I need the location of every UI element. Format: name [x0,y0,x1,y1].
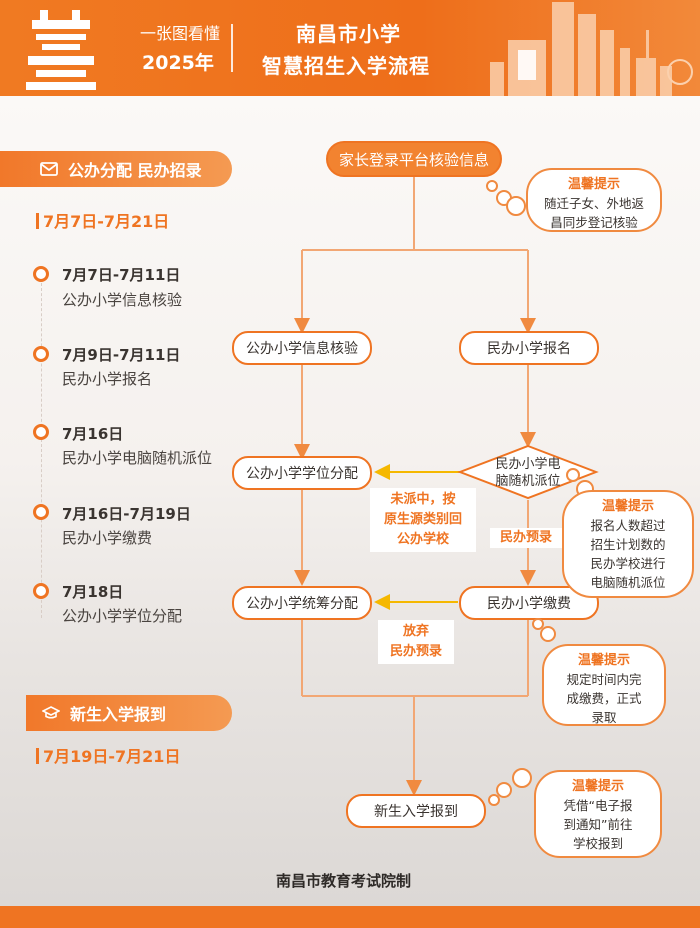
unassigned-line2: 原生源类别回 [383,512,462,527]
timeline-text-4: 民办小学缴费 [62,529,153,547]
graduation-cap-icon [42,706,60,719]
flow-node-private-lottery: 民办小学电 脑随机派位 [478,456,578,490]
calligraphy-logo [26,10,96,90]
thought-bubble [488,794,500,806]
timeline-text-2: 民办小学报名 [62,370,153,388]
thought-bubble [566,468,580,482]
flow-node-label: 公办小学学位分配 [246,466,358,482]
timeline-text-5: 公办小学学位分配 [62,607,183,625]
tip-line: 电脑随机派位 [590,575,666,590]
flow-node-label: 新生入学报到 [374,804,458,820]
flow-node-public-verify: 公办小学信息核验 [232,331,372,365]
lottery-line2: 脑随机派位 [495,474,561,489]
timeline-dot [33,346,49,362]
tip-cloud-lottery: 温馨提示 报名人数超过 招生计划数的 民办学校进行 电脑随机派位 [562,490,694,598]
timeline-text-1: 公办小学信息核验 [62,291,183,309]
lottery-line1: 民办小学电 [495,457,561,472]
thought-bubble [506,196,526,216]
unassigned-line3: 公办学校 [396,532,449,547]
timeline-dot [33,266,49,282]
tip-line: 学校报到 [572,836,623,851]
tip-line: 昌同步登记核验 [550,215,638,230]
tip-title: 温馨提示 [601,499,654,514]
tip-line: 报名人数超过 [590,518,666,533]
flow-node-label: 公办小学统筹分配 [246,596,358,612]
label-unassigned-return: 未派中，按 原生源类别回 公办学校 [370,488,476,552]
flow-node-label: 民办小学缴费 [487,596,571,612]
period-enrollment: 7月19日-7月21日 [36,743,180,767]
flow-node-label: 公办小学信息核验 [246,341,358,357]
thought-bubble [540,626,556,642]
timeline-dashed-line [41,278,42,618]
timeline-dot [33,504,49,520]
flow-node-label: 家长登录平台核验信息 [338,150,489,169]
envelope-icon [40,162,58,176]
header-title-line1: 南昌市小学 [296,22,401,46]
header-tagline: 一张图看懂 [140,24,221,43]
thought-bubble [496,782,512,798]
timeline-date-3: 7月16日 [62,425,124,443]
section-label-enrollment: 新生入学报到 [70,705,167,724]
timeline-dot [33,424,49,440]
period-text: 7月7日-7月21日 [43,212,170,231]
tip-line: 成缴费，正式 [566,691,642,706]
flow-node-public-place: 公办小学学位分配 [232,456,372,490]
label-give-up-preselect: 放弃 民办预录 [378,620,454,664]
period-marker [36,748,39,764]
timeline-date-5: 7月18日 [62,583,124,601]
timeline-text-3: 民办小学电脑随机派位 [62,449,213,467]
header-divider [231,24,233,72]
flow-node-label: 民办小学报名 [487,341,571,357]
tip-title: 温馨提示 [567,177,620,192]
timeline-date-4: 7月16日-7月19日 [62,505,191,523]
section-pill-allocation: 公办分配 民办招录 [0,151,232,187]
header-title-line2: 智慧招生入学流程 [262,54,430,78]
flow-node-enroll-report: 新生入学报到 [346,794,486,828]
giveup-line1: 放弃 [402,624,429,639]
period-allocation: 7月7日-7月21日 [36,208,169,232]
timeline-date-2: 7月9日-7月11日 [62,346,181,364]
footer-organization: 南昌市教育考试院制 [276,872,412,890]
section-label-allocation: 公办分配 民办招录 [68,161,202,180]
tip-line: 民办学校进行 [590,556,666,571]
unassigned-line1: 未派中，按 [390,492,456,507]
decision-diamond [457,444,599,500]
period-text: 7月19日-7月21日 [43,747,181,766]
section-pill-enrollment: 新生入学报到 [26,695,232,731]
tip-cloud-payment: 温馨提示 规定时间内完 成缴费，正式 录取 [542,644,666,726]
thought-bubble [512,768,532,788]
header-year: 2025年 [142,52,214,74]
preselect-text: 民办预录 [499,530,552,545]
footer-bar [0,906,700,928]
tip-line: 招生计划数的 [590,537,666,552]
flow-node-login-verify: 家长登录平台核验信息 [326,141,502,177]
tip-title: 温馨提示 [571,779,624,794]
giveup-line2: 民办预录 [389,644,442,659]
tip-line: 凭借“电子报 [563,798,633,813]
tip-title: 温馨提示 [577,653,630,668]
thought-bubble [532,618,544,630]
period-marker [36,213,39,229]
tip-line: 录取 [591,710,617,725]
timeline-dot [33,583,49,599]
tip-line: 规定时间内完 [566,672,642,687]
tip-cloud-report: 温馨提示 凭借“电子报 到通知”前往 学校报到 [534,770,662,858]
flow-node-public-overall: 公办小学统筹分配 [232,586,372,620]
thought-bubble [486,180,498,192]
city-skyline-illustration [490,2,693,96]
tip-line: 随迁子女、外地返 [543,196,644,211]
tip-line: 到通知”前往 [563,817,633,832]
timeline-date-1: 7月7日-7月11日 [62,266,181,284]
flow-node-private-signup: 民办小学报名 [459,331,599,365]
label-private-preselect: 民办预录 [490,528,562,548]
header-banner: 一张图看懂 2025年 南昌市小学 智慧招生入学流程 [0,0,700,96]
tip-cloud-migrant: 温馨提示 随迁子女、外地返 昌同步登记核验 [526,168,662,232]
